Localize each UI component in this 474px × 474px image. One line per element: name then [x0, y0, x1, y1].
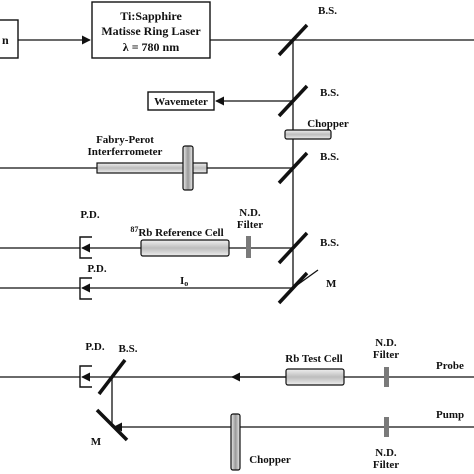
fabry-perot-tube — [96, 162, 208, 174]
beam-splitter-wavemeter — [277, 84, 309, 118]
pd-second-label: P.D. — [87, 263, 106, 275]
bs-wavemeter-label: B.S. — [320, 87, 339, 99]
chopper-bottom-label: Chopper — [249, 454, 291, 466]
nd-filter-bottom — [384, 417, 389, 437]
nd-filter-mid-line2: Filter — [373, 349, 399, 361]
fabry-perot-label-line2: Interferrometer — [88, 146, 163, 158]
nd-filter-top — [246, 236, 251, 258]
bs-top-label: B.S. — [318, 5, 337, 17]
bs-fabry-label: B.S. — [320, 151, 339, 163]
chopper-top — [284, 129, 332, 140]
ref-cell-label: 87Rb Reference Cell — [130, 225, 223, 239]
laser-wavelength: λ = 780 nm — [123, 40, 179, 54]
chopper-top-label: Chopper — [307, 118, 349, 130]
ref-cell-isotope: 87 — [130, 225, 138, 234]
rb-test-cell-label: Rb Test Cell — [285, 353, 342, 365]
wavemeter-label: Wavemeter — [154, 96, 208, 108]
io-sub: o — [184, 279, 188, 288]
rb-reference-cell — [140, 239, 230, 257]
nd-filter-bottom-line1: N.D. — [375, 447, 397, 459]
mirror-top-label: M — [326, 278, 337, 290]
bs-bottom-label: B.S. — [119, 343, 138, 355]
nd-filter-top-line2: Filter — [237, 219, 263, 231]
wavemeter-box — [147, 91, 215, 111]
ref-cell-name: Rb Reference Cell — [138, 227, 223, 239]
nd-filter-top-line1: N.D. — [239, 207, 261, 219]
pump-label: Pump — [436, 409, 464, 421]
nd-filter-mid-line1: N.D. — [375, 337, 397, 349]
io-label: Io — [180, 275, 188, 288]
left-source-label: n — [2, 33, 9, 47]
beam-splitter-top — [277, 23, 309, 57]
rb-test-cell — [285, 368, 345, 386]
left-source-box — [0, 19, 19, 59]
pd-top-label: P.D. — [80, 209, 99, 221]
mirror-top — [277, 271, 309, 305]
laser-box — [91, 1, 211, 59]
nd-filter-bottom-line2: Filter — [373, 459, 399, 471]
probe-label: Probe — [436, 360, 464, 372]
laser-name-line2: Matisse Ring Laser — [101, 24, 201, 38]
mirror-bottom — [95, 408, 129, 442]
mirror-bottom-label: M — [91, 436, 102, 448]
fabry-perot-label-line1: Fabry-Perot — [96, 134, 154, 146]
beam-splitter-fabry — [277, 151, 309, 185]
fabry-perot-flange — [182, 145, 194, 191]
pd-bottom-label: P.D. — [85, 341, 104, 353]
nd-filter-mid — [384, 367, 389, 387]
chopper-bottom — [230, 413, 241, 471]
beam-splitter-reference — [277, 231, 309, 265]
bs-reference-label: B.S. — [320, 237, 339, 249]
laser-name-line1: Ti:Sapphire — [120, 9, 182, 23]
io-main: I — [180, 275, 184, 287]
